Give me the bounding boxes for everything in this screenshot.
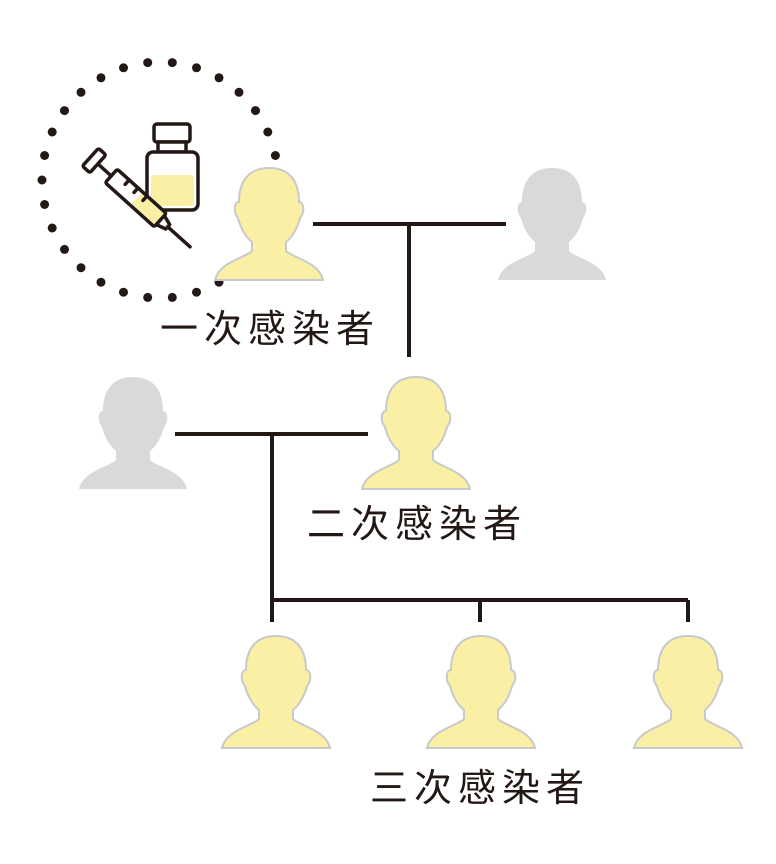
circle-dot [47, 223, 57, 233]
circle-dot [40, 200, 50, 209]
circle-dot [119, 63, 128, 73]
circle-dot [251, 106, 260, 116]
circle-dot [270, 151, 280, 160]
person-secondary-contact [79, 377, 187, 489]
circle-dot [234, 87, 244, 97]
person-icon [79, 377, 187, 489]
circle-dot [76, 87, 86, 97]
circle-dot [263, 127, 273, 137]
connection-lines [175, 222, 690, 622]
circle-dot [192, 287, 201, 297]
syringe-icon [81, 147, 192, 249]
person-primary-contact [498, 168, 606, 280]
circle-dot [47, 127, 57, 137]
person-icon [214, 167, 324, 281]
person-tertiary-3 [633, 635, 743, 749]
circle-dot [119, 287, 128, 297]
person-tertiary-2 [426, 635, 536, 749]
circle-dot [96, 277, 106, 287]
person-primary [214, 167, 324, 281]
circle-dot [143, 58, 153, 68]
person-icon [361, 376, 471, 490]
label-primary-infected: 一次感染者 [160, 307, 381, 351]
circle-dot [167, 58, 177, 68]
circle-dot [60, 244, 69, 254]
circle-dot [167, 292, 177, 302]
circle-dot [60, 106, 69, 116]
circle-dot [40, 151, 50, 160]
circle-dot [143, 292, 153, 302]
circle-dot [214, 73, 224, 83]
label-tertiary-infected: 三次感染者 [370, 766, 591, 810]
vial-icon [145, 122, 200, 212]
person-secondary [361, 376, 471, 490]
syringe-and-vial-icon [81, 122, 200, 249]
person-icon [426, 635, 536, 749]
person-icon [498, 168, 606, 280]
label-secondary-infected: 二次感染者 [307, 502, 528, 546]
person-tertiary-1 [221, 635, 331, 749]
circle-dot [37, 175, 47, 185]
person-icon [221, 635, 331, 749]
circle-dot [96, 73, 106, 83]
circle-dot [192, 63, 201, 73]
person-icon [633, 635, 743, 749]
circle-dot [76, 263, 86, 273]
